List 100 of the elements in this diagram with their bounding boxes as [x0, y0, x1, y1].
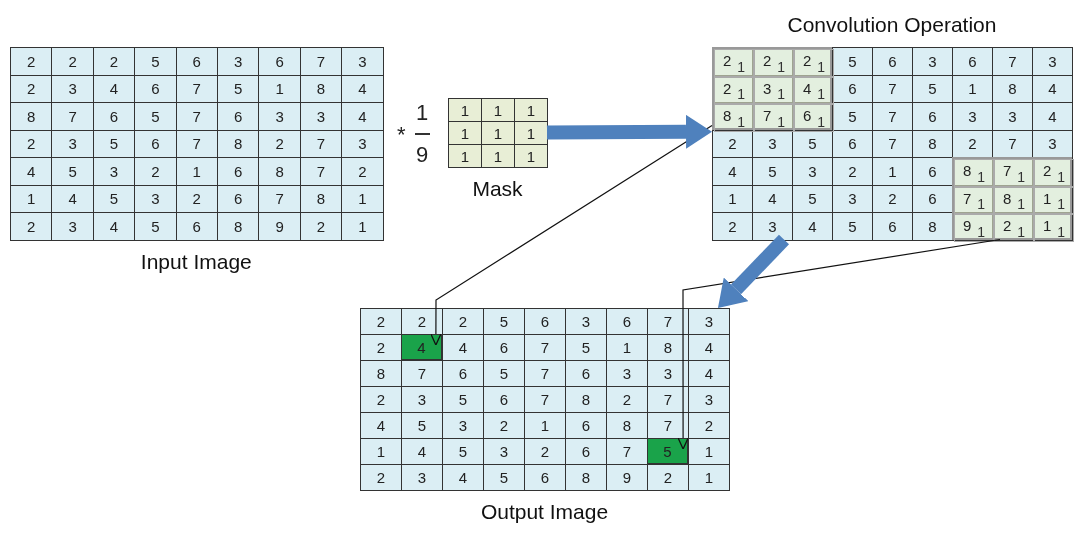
mask-weight: 1	[1017, 196, 1025, 212]
mask-weight: 1	[977, 223, 985, 240]
table-cell: 8	[360, 360, 402, 387]
table-cell: 5	[483, 360, 525, 387]
cell-value: 8	[1003, 189, 1012, 207]
table-cell: 3	[952, 102, 993, 131]
block-arrow	[546, 114, 712, 149]
table-cell: 4	[360, 412, 402, 439]
table-cell: 8	[565, 464, 607, 491]
mask-weight: 1	[1057, 168, 1065, 185]
table-cell: 2	[606, 386, 648, 413]
mask-weight: 1	[817, 58, 825, 75]
table-cell: 1	[360, 438, 402, 465]
table-cell: 4	[92, 212, 136, 241]
table-cell: 7	[524, 386, 566, 413]
table-cell: 5	[483, 464, 525, 491]
table-cell: 2	[524, 438, 566, 465]
mask-weight: 1	[737, 58, 745, 75]
table-cell: 1	[514, 98, 548, 122]
table-cell: 2	[134, 157, 177, 186]
table-cell: 2	[442, 308, 484, 335]
table-cell: 3	[483, 438, 525, 465]
table-cell: 6	[565, 412, 607, 439]
fraction-numerator: 1	[416, 100, 429, 126]
table-cell: 2	[360, 386, 402, 413]
table-cell: 6	[175, 47, 218, 76]
table-cell: 2	[92, 47, 136, 76]
mask-weight: 1	[1017, 223, 1025, 240]
cell-value: 9	[963, 217, 972, 234]
table-cell: 1	[448, 121, 482, 145]
table-cell: 2	[299, 212, 343, 241]
table-cell: 8	[565, 386, 607, 413]
table-cell: 6	[483, 334, 525, 361]
table-cell: 6	[217, 157, 260, 186]
table-cell: 5	[442, 386, 484, 413]
cell-value: 1	[1043, 217, 1052, 234]
cell-value: 7	[963, 189, 972, 207]
table-cell: 6	[565, 360, 607, 387]
cell-value: 2	[1043, 162, 1052, 179]
table-cell: 7	[401, 360, 443, 387]
mask-weight: 1	[817, 86, 825, 102]
cell-value: 2	[723, 52, 732, 69]
table-cell: 6	[912, 157, 953, 186]
highlighted-cell: 5	[647, 438, 688, 464]
table-cell: 2	[647, 464, 689, 491]
table-cell: 7	[299, 157, 343, 186]
block-arrow	[717, 234, 790, 308]
table-cell: 3	[341, 47, 384, 76]
table-cell: 3	[792, 157, 833, 186]
table-cell: 3	[258, 102, 301, 131]
table-cell: 9	[606, 464, 648, 491]
table-cell: 8	[606, 412, 648, 439]
grid-caption: Output Image	[480, 500, 609, 523]
fraction-denominator: 9	[416, 142, 429, 168]
table-cell: 2	[688, 412, 730, 439]
table-cell: 5	[134, 212, 177, 241]
table-cell: 6	[217, 102, 260, 131]
table-cell: 2	[483, 412, 525, 439]
table-cell: 5	[51, 157, 94, 186]
table-cell: 6	[565, 438, 607, 465]
table-cell: 1	[341, 212, 384, 241]
mask-weight: 1	[1057, 223, 1065, 240]
mask-weight: 1	[977, 168, 985, 185]
table-cell: 6	[92, 102, 136, 131]
mask-weight: 1	[1017, 168, 1025, 185]
table-cell: 1	[175, 157, 218, 186]
table-cell: 5	[832, 102, 873, 131]
table-cell: 4	[10, 157, 53, 186]
table-cell: 3	[442, 412, 484, 439]
table-cell: 1	[448, 144, 482, 168]
table-cell: 3	[92, 157, 136, 186]
table-cell: 1	[481, 98, 515, 122]
table-cell: 3	[401, 464, 443, 491]
table-cell: 2	[360, 308, 402, 335]
table-cell: 1	[688, 438, 730, 465]
table-cell: 3	[912, 47, 953, 76]
table-cell: 3	[565, 308, 607, 335]
table-cell: 1	[481, 121, 515, 145]
table-cell: 4	[442, 334, 484, 361]
arrow	[677, 238, 1001, 450]
cell-value: 8	[723, 107, 732, 124]
table-cell: 5	[565, 334, 607, 361]
table-cell: 2	[10, 212, 53, 241]
table-cell: 4	[401, 438, 443, 465]
table-cell: 2	[712, 212, 753, 241]
grid-title: Convolution Operation	[787, 13, 997, 36]
table-cell: 6	[524, 464, 566, 491]
cell-value: 6	[803, 107, 812, 124]
table-cell: 5	[442, 438, 484, 465]
mask-weight: 1	[777, 113, 785, 130]
table-cell: 4	[1032, 102, 1073, 131]
table-cell: 4	[792, 212, 833, 241]
table-cell: 4	[341, 102, 384, 131]
table-cell: 3	[606, 360, 648, 387]
cell-value: 8	[963, 162, 972, 179]
table-cell: 7	[524, 334, 566, 361]
table-cell: 7	[606, 438, 648, 465]
table-cell: 5	[483, 308, 525, 335]
table-cell: 6	[483, 386, 525, 413]
table-cell: 2	[360, 334, 402, 361]
